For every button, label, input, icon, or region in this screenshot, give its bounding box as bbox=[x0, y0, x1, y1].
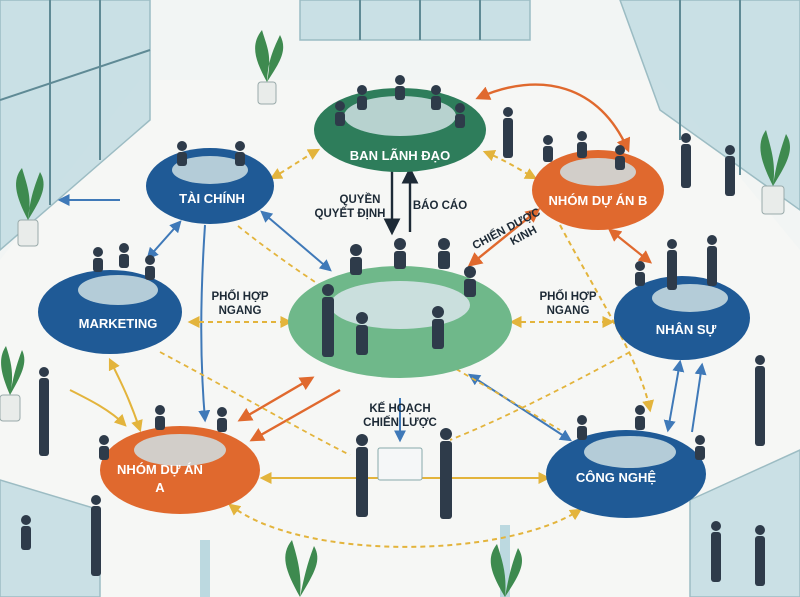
arrow-finance-projecta bbox=[198, 224, 211, 423]
technology-label: CÔNG NGHỆ bbox=[576, 470, 657, 485]
arrow-projectb-center bbox=[467, 208, 541, 267]
arrow-left-side bbox=[69, 389, 127, 427]
node-finance[interactable]: TÀI CHÍNH bbox=[146, 148, 274, 224]
finance-label: TÀI CHÍNH bbox=[179, 191, 245, 206]
coord-right-line2: NGANG bbox=[547, 305, 590, 317]
decision-label-line1: QUYỀN bbox=[340, 193, 381, 206]
arrow-leadership-projectb-orange bbox=[475, 83, 631, 153]
node-center[interactable] bbox=[288, 266, 512, 378]
arrow-projectb-hr bbox=[607, 228, 653, 264]
plant-icon bbox=[285, 540, 318, 597]
node-hr[interactable]: NHÂN SỰ bbox=[614, 276, 750, 360]
leadership-label: BAN LÃNH ĐẠO bbox=[350, 148, 450, 163]
node-technology[interactable]: CÔNG NGHỆ bbox=[546, 430, 706, 518]
plan-line1: KẾ HOẠCH bbox=[369, 402, 430, 415]
arrow-finance-leadership bbox=[269, 148, 321, 180]
plant-icon bbox=[16, 168, 44, 247]
coord-left-line1: PHỐI HỢP bbox=[211, 289, 268, 303]
arrow-center-projecta-1 bbox=[237, 376, 315, 422]
plant-icon bbox=[255, 30, 284, 105]
arrow-leadership-projectb bbox=[482, 149, 538, 180]
arrow-finance-marketing bbox=[146, 220, 182, 260]
coord-right-line1: PHỐI HỢP bbox=[539, 289, 596, 303]
project-b-label: NHÓM DỰ ÁN B bbox=[549, 193, 648, 208]
node-leadership[interactable]: BAN LÃNH ĐẠO bbox=[314, 88, 486, 172]
marketing-label: MARKETING bbox=[79, 316, 158, 331]
arrow-projectb-technology bbox=[559, 224, 654, 413]
node-project-b[interactable]: NHÓM DỰ ÁN B bbox=[532, 150, 664, 230]
plant-icon bbox=[490, 544, 522, 597]
arrow-hr-technology-2 bbox=[691, 362, 707, 433]
arrow-hr-center-dash bbox=[449, 351, 631, 441]
project-a-label-line1: NHÓM DỰ ÁN bbox=[117, 462, 203, 477]
arrow-bottom-loop bbox=[228, 503, 583, 548]
hr-label: NHÂN SỰ bbox=[656, 322, 717, 337]
project-a-label-line2: A bbox=[155, 480, 165, 495]
report-label: BÁO CÁO bbox=[413, 199, 467, 212]
arrow-finance-center bbox=[260, 210, 332, 272]
arrow-center-technology bbox=[467, 373, 573, 442]
node-project-a[interactable]: NHÓM DỰ ÁN A bbox=[100, 426, 260, 514]
people-figures bbox=[21, 75, 765, 586]
decision-label-line2: QUYẾT ĐỊNH bbox=[315, 207, 386, 220]
arrow-center-projecta-2 bbox=[249, 388, 341, 442]
plant-icon bbox=[760, 130, 790, 215]
node-marketing[interactable]: MARKETING bbox=[38, 270, 182, 354]
arrow-marketing-projecta bbox=[108, 357, 143, 433]
coord-left-line2: NGANG bbox=[219, 305, 262, 317]
plant-icon bbox=[0, 346, 25, 422]
arrow-hr-technology bbox=[663, 359, 685, 433]
plan-line2: CHIẾN LƯỢC bbox=[363, 416, 437, 429]
